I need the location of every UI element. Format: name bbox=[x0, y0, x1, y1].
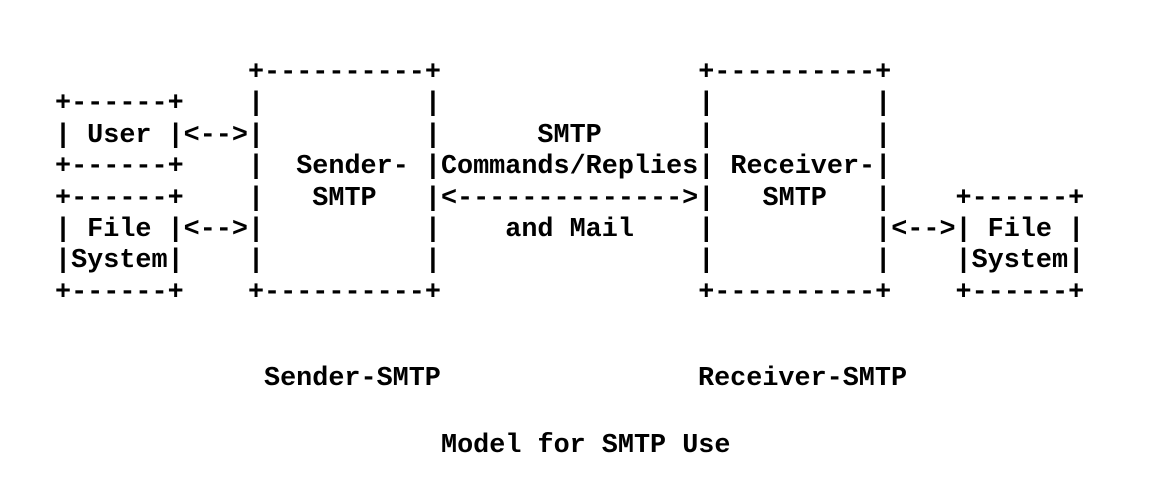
receiver-smtp-label: Receiver-SMTP bbox=[698, 364, 908, 394]
sender-smtp-label: Sender-SMTP bbox=[264, 364, 441, 394]
ascii-diagram: +----------+ +----------+ +------+ | | |… bbox=[55, 58, 1085, 308]
figure-caption: Model for SMTP Use bbox=[441, 431, 731, 461]
